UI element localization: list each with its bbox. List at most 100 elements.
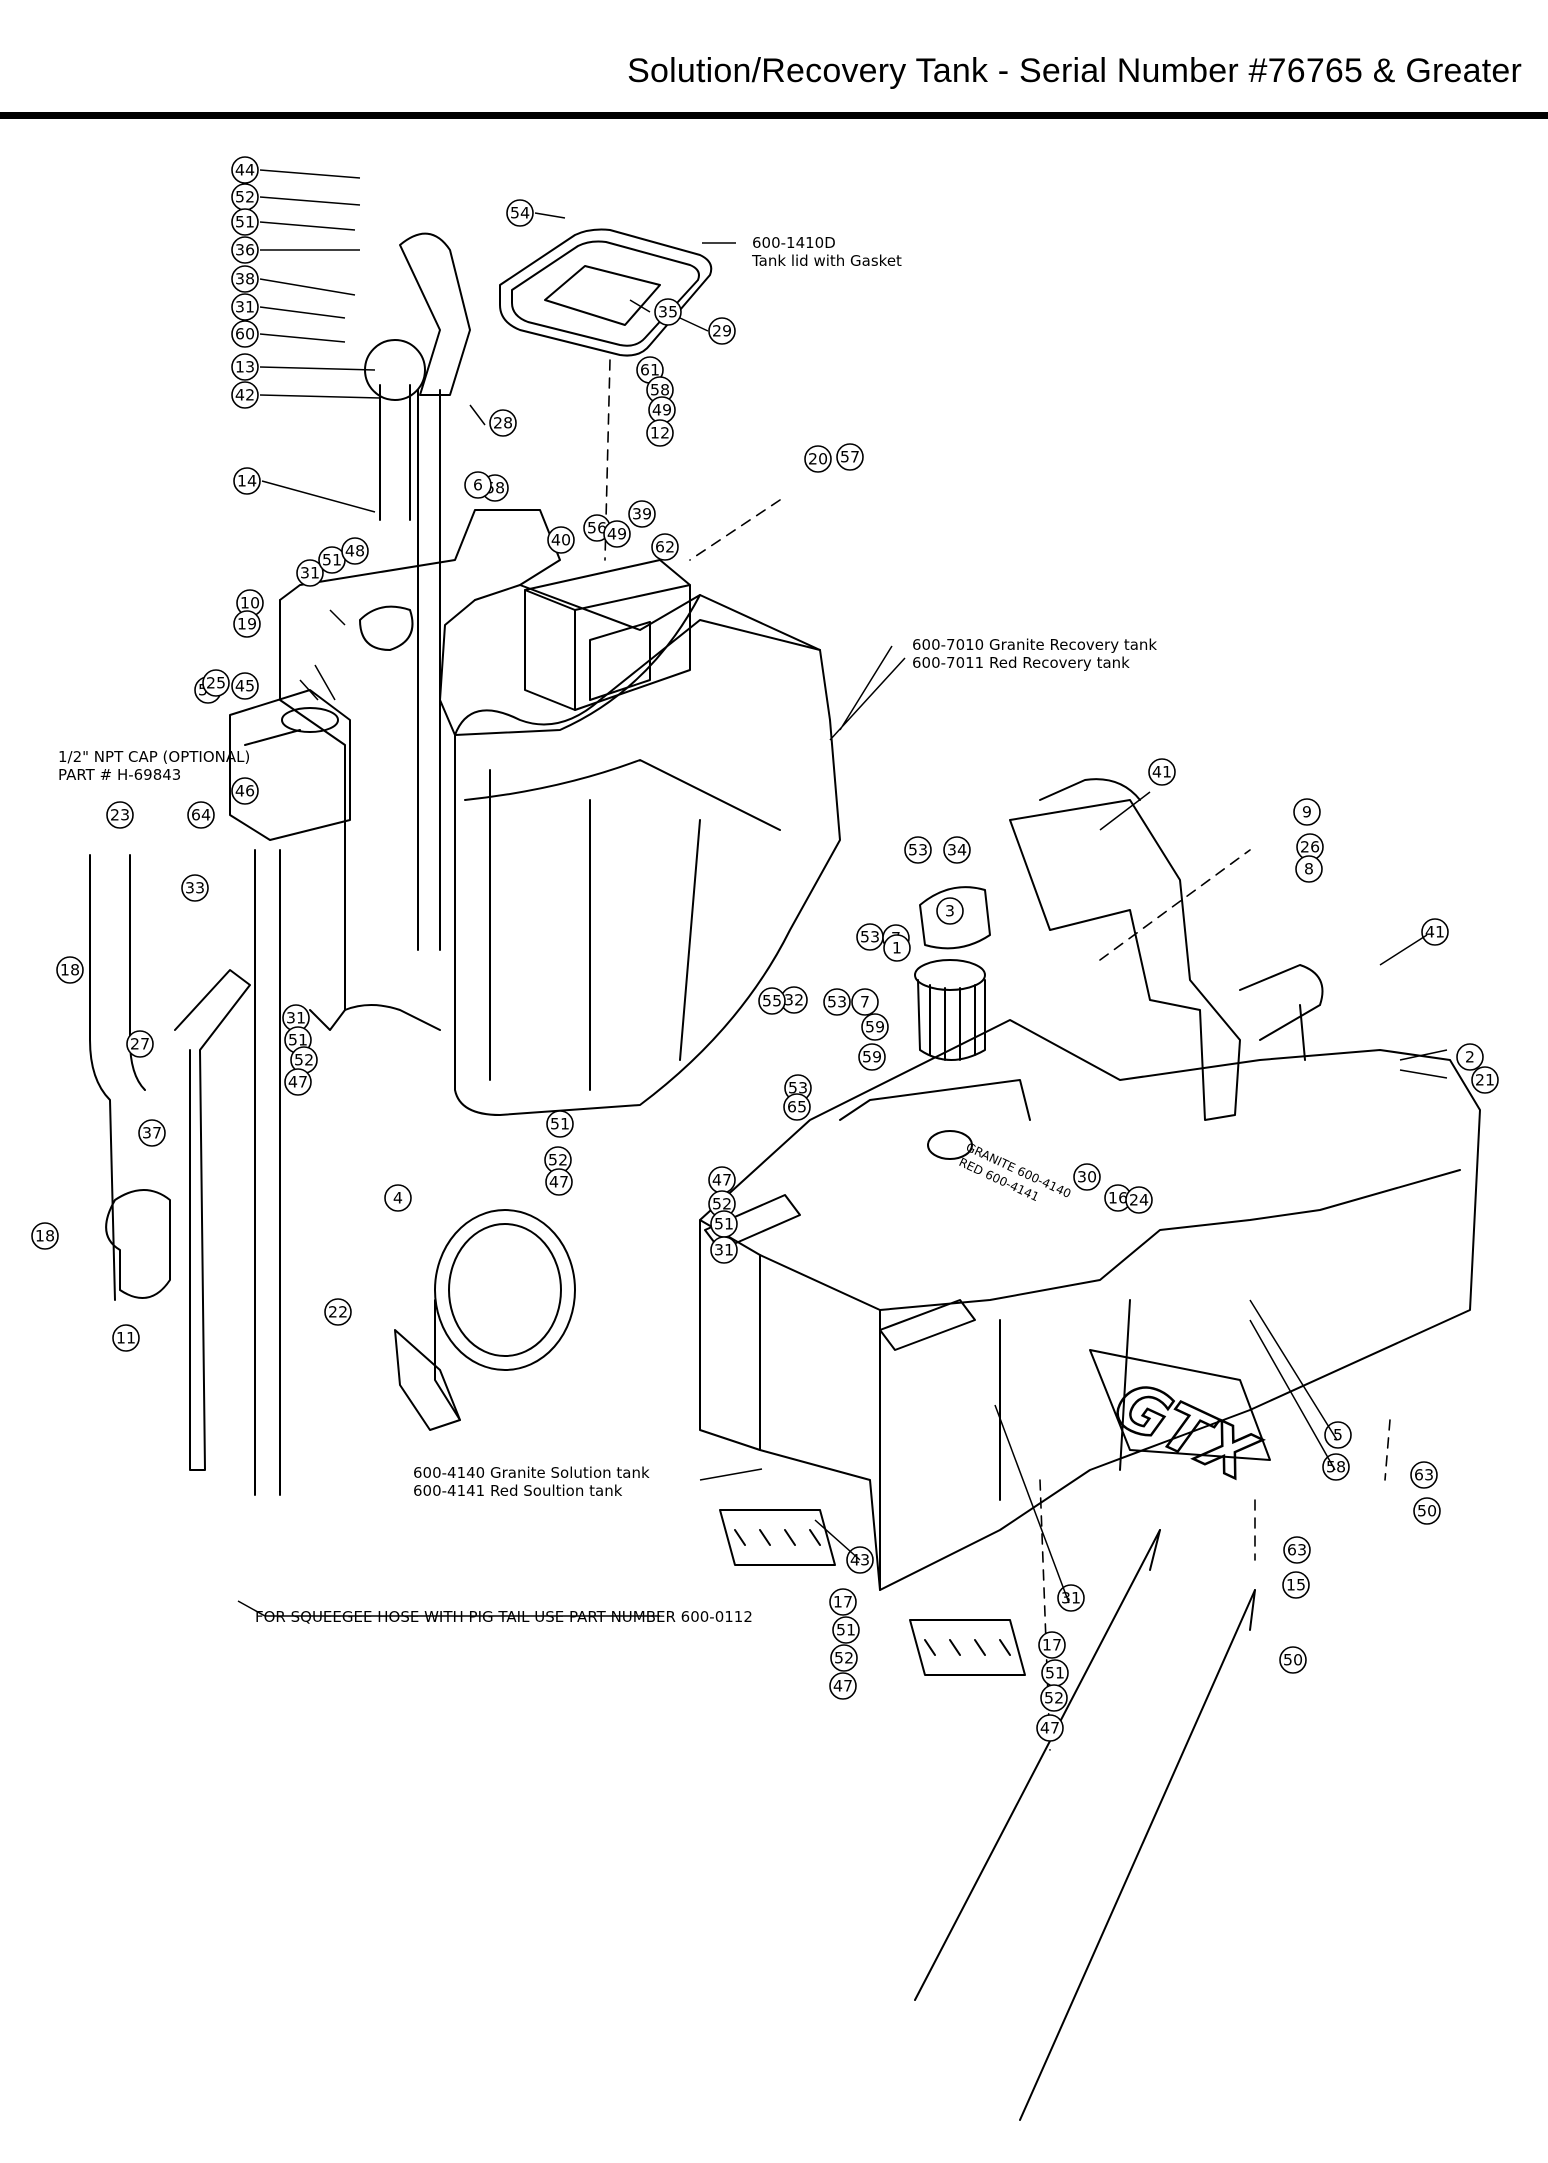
callout-number: 17 bbox=[1042, 1636, 1062, 1655]
callout-circle bbox=[284, 1068, 312, 1096]
callout-number: 28 bbox=[493, 414, 513, 433]
callout-31: 31 bbox=[231, 293, 259, 321]
callout-56: 56 bbox=[583, 514, 611, 542]
callout-number: 34 bbox=[947, 841, 967, 860]
callout-52: 52 bbox=[231, 183, 259, 211]
callout-circle bbox=[651, 533, 679, 561]
callout-circle bbox=[231, 320, 259, 348]
callout-number: 14 bbox=[237, 472, 257, 491]
callout-7: 7 bbox=[851, 988, 879, 1016]
callout-circle bbox=[783, 1093, 811, 1121]
callout-number: 52 bbox=[235, 188, 255, 207]
callout-number: 52 bbox=[548, 1151, 568, 1170]
callout-circle bbox=[489, 409, 517, 437]
callout-number: 51 bbox=[836, 1621, 856, 1640]
callout-circle bbox=[1073, 1163, 1101, 1191]
callout-circle bbox=[943, 836, 971, 864]
callout-number: 21 bbox=[1475, 1071, 1495, 1090]
alignment-lines bbox=[604, 359, 1391, 1751]
callout-circle bbox=[1038, 1631, 1066, 1659]
callout-47: 47 bbox=[708, 1166, 736, 1194]
callout-number: 50 bbox=[1417, 1502, 1437, 1521]
callout-33: 33 bbox=[181, 874, 209, 902]
callout-15: 15 bbox=[1282, 1571, 1310, 1599]
callout-number: 52 bbox=[294, 1051, 314, 1070]
tank-lid-note-2: Tank lid with Gasket bbox=[751, 252, 902, 270]
callout-circle bbox=[883, 934, 911, 962]
callout-55: 55 bbox=[758, 987, 786, 1015]
callout-17: 17 bbox=[1038, 1631, 1066, 1659]
callout-circle bbox=[202, 669, 230, 697]
callout-circle bbox=[1410, 1461, 1438, 1489]
callout-16: 16 bbox=[1104, 1184, 1132, 1212]
callout-circle bbox=[384, 1184, 412, 1212]
callout-54: 54 bbox=[506, 199, 534, 227]
callout-circle bbox=[231, 208, 259, 236]
callout-number: 33 bbox=[185, 879, 205, 898]
callout-number: 63 bbox=[1414, 1466, 1434, 1485]
callout-circle bbox=[547, 526, 575, 554]
callout-44: 44 bbox=[231, 156, 259, 184]
callout-number: 50 bbox=[1283, 1651, 1303, 1670]
callout-circle bbox=[231, 672, 259, 700]
callout-number: 6 bbox=[473, 476, 483, 495]
callout-circle bbox=[832, 1616, 860, 1644]
callout-12: 12 bbox=[646, 419, 674, 447]
callout-circle bbox=[829, 1672, 857, 1700]
upper-housing bbox=[279, 509, 561, 1031]
callout-51: 51 bbox=[1041, 1659, 1069, 1687]
callout-number: 7 bbox=[860, 993, 870, 1012]
coiled-hose bbox=[394, 1209, 576, 1431]
callout-60: 60 bbox=[231, 320, 259, 348]
callout-34: 34 bbox=[943, 836, 971, 864]
callout-30: 30 bbox=[1073, 1163, 1101, 1191]
callout-number: 47 bbox=[1040, 1719, 1060, 1738]
callout-63: 63 bbox=[1410, 1461, 1438, 1489]
callout-number: 41 bbox=[1152, 763, 1172, 782]
callout-5: 5 bbox=[1324, 1421, 1352, 1449]
page-title: Solution/Recovery Tank - Serial Number #… bbox=[627, 52, 1522, 90]
callout-circle bbox=[758, 987, 786, 1015]
callout-circle bbox=[1282, 1571, 1310, 1599]
callout-number: 62 bbox=[655, 538, 675, 557]
callout-number: 59 bbox=[862, 1048, 882, 1067]
callout-45: 45 bbox=[231, 672, 259, 700]
callout-number: 1 bbox=[892, 939, 902, 958]
callout-circle bbox=[851, 988, 879, 1016]
callout-number: 52 bbox=[712, 1195, 732, 1214]
callout-53: 53 bbox=[823, 988, 851, 1016]
callout-number: 18 bbox=[35, 1227, 55, 1246]
solution-tank-note-2: 600-4141 Red Soultion tank bbox=[413, 1482, 623, 1500]
callout-circle bbox=[1148, 758, 1176, 786]
callout-47: 47 bbox=[829, 1672, 857, 1700]
callout-number: 49 bbox=[652, 401, 672, 420]
callout-circle bbox=[1279, 1646, 1307, 1674]
callout-38: 38 bbox=[231, 265, 259, 293]
callout-number: 49 bbox=[607, 525, 627, 544]
callout-number: 45 bbox=[235, 677, 255, 696]
callout-number: 44 bbox=[235, 161, 255, 180]
diagram-svg: 4452513638316013421428543529615849122057… bbox=[31, 156, 1499, 2121]
callout-28: 28 bbox=[489, 409, 517, 437]
callout-number: 39 bbox=[632, 505, 652, 524]
callout-number: 47 bbox=[288, 1073, 308, 1092]
callout-number: 51 bbox=[288, 1031, 308, 1050]
callout-number: 47 bbox=[549, 1173, 569, 1192]
callout-21: 21 bbox=[1471, 1066, 1499, 1094]
callout-61: 61 bbox=[636, 356, 664, 384]
callout-circle bbox=[1456, 1043, 1484, 1071]
callout-number: 37 bbox=[142, 1124, 162, 1143]
callout-circle bbox=[231, 777, 259, 805]
callout-circle bbox=[464, 471, 492, 499]
callout-22: 22 bbox=[324, 1298, 352, 1326]
callout-13: 13 bbox=[231, 353, 259, 381]
callout-number: 59 bbox=[865, 1018, 885, 1037]
callout-37: 37 bbox=[138, 1119, 166, 1147]
callout-31: 31 bbox=[1057, 1584, 1085, 1612]
callout-63: 63 bbox=[1283, 1536, 1311, 1564]
recovery-tank-note-2: 600-7011 Red Recovery tank bbox=[912, 654, 1130, 672]
solution-tank bbox=[699, 1019, 1481, 1591]
callout-number: 29 bbox=[712, 322, 732, 341]
squeegee-hose-note: FOR SQUEEGEE HOSE WITH PIG TAIL USE PART… bbox=[255, 1608, 753, 1626]
